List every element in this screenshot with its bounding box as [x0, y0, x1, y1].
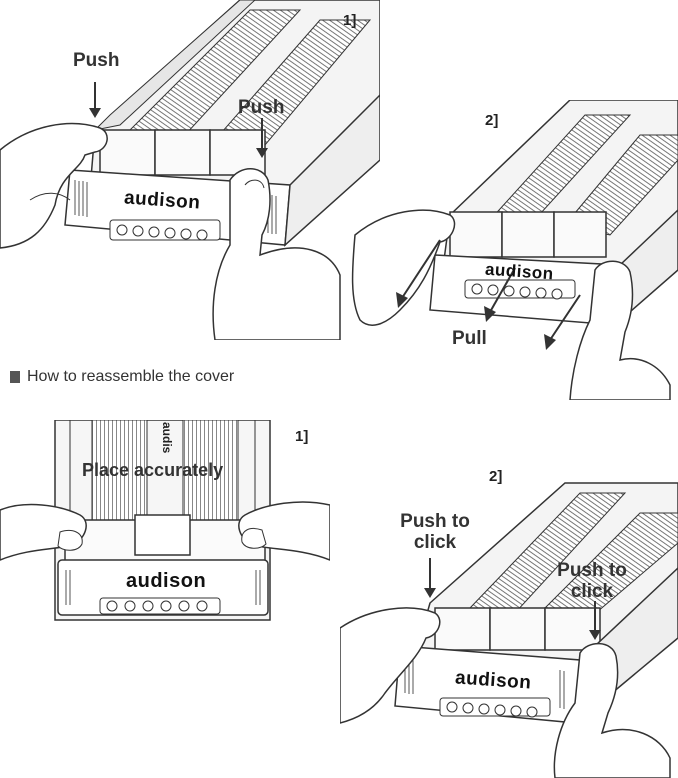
panel-remove-step-2: 2] Pull audison	[340, 100, 678, 400]
panel-remove-step-1: Push Push 1] audison	[0, 0, 380, 340]
amplifier-illustration-reassemble-2	[340, 482, 678, 778]
amplifier-illustration-reassemble-1	[0, 420, 330, 621]
step-number: 1]	[295, 428, 309, 445]
panel-reassemble-step-1: 1] Place accurately audis audison	[0, 420, 330, 630]
brand-logo: audison	[126, 570, 207, 592]
brand-logo-top: audis	[160, 422, 174, 454]
step-number: 2]	[485, 112, 499, 129]
amplifier-illustration-remove-2	[351, 100, 678, 400]
step-number: 1]	[343, 12, 357, 29]
section-heading: How to reassemble the cover	[10, 368, 234, 386]
pull-label: Pull	[452, 328, 487, 349]
bullet-square-icon	[10, 371, 20, 383]
push-to-click-label-right: Push to click	[557, 560, 627, 602]
section-heading-text: How to reassemble the cover	[27, 368, 235, 385]
push-to-click-label-left: Push to click	[400, 511, 470, 553]
push-label-right: Push	[238, 97, 285, 118]
amplifier-illustration-remove-1	[0, 0, 380, 340]
panel-reassemble-step-2: 2] Push to click Push to click audison	[340, 468, 678, 778]
step-number: 2]	[489, 468, 503, 485]
push-label-left: Push	[73, 50, 120, 71]
place-accurately-label: Place accurately	[82, 460, 224, 480]
